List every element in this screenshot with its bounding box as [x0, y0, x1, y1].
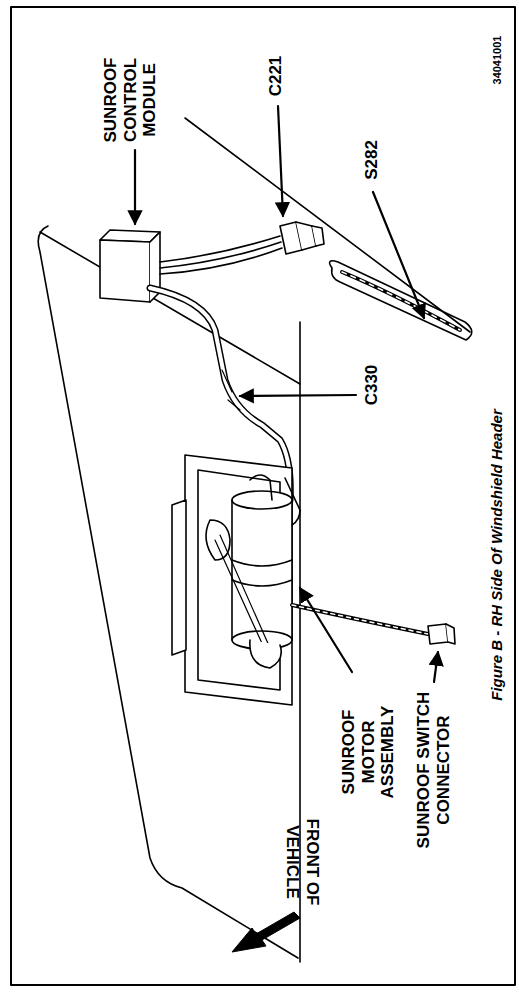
connector-c221 [312, 226, 324, 246]
leader-arrow [278, 106, 283, 216]
switch-connector [428, 624, 448, 644]
part-name: SUNROOF SWITCH CONNECTOR [414, 690, 453, 851]
motor-bracket [250, 640, 281, 668]
gear-housing [206, 520, 230, 560]
leader-arrow [300, 588, 352, 672]
leader-arrow [240, 395, 356, 396]
part-name: SUNROOF MOTOR ASSEMBLY [339, 704, 398, 801]
panel-edge [40, 232, 300, 384]
splice-id: S282 [362, 138, 382, 182]
connector-id: C221 [266, 54, 286, 99]
motor-end [232, 491, 292, 509]
splice-wire [342, 272, 460, 330]
motor-body [232, 500, 292, 640]
splice-wire-tape [342, 272, 460, 330]
direction-note: FRONT OF VEHICLE [282, 817, 321, 908]
plate-tab [172, 500, 186, 655]
header-edge [185, 118, 470, 332]
harness-channel [330, 261, 472, 340]
drive-cable [215, 535, 270, 650]
panel-edge [38, 226, 298, 958]
leader-arrow [134, 150, 136, 224]
direction-arrow [232, 912, 300, 952]
part-name: SUNROOF CONTROL MODULE [101, 56, 160, 145]
leader-arrow [373, 192, 424, 318]
leader-arrow [434, 652, 438, 682]
motor-leads [250, 475, 300, 525]
figure-caption: Figure B - RH Side Of Windshield Header [488, 407, 505, 703]
mounting-plate [185, 455, 292, 705]
frame [11, 7, 515, 985]
module-body [100, 240, 150, 302]
wire [160, 248, 282, 274]
drawing-number: 34041001 [491, 34, 504, 87]
connector-id: C330 [362, 363, 382, 408]
switch-connector [446, 624, 455, 644]
connector-c330 [222, 370, 240, 410]
